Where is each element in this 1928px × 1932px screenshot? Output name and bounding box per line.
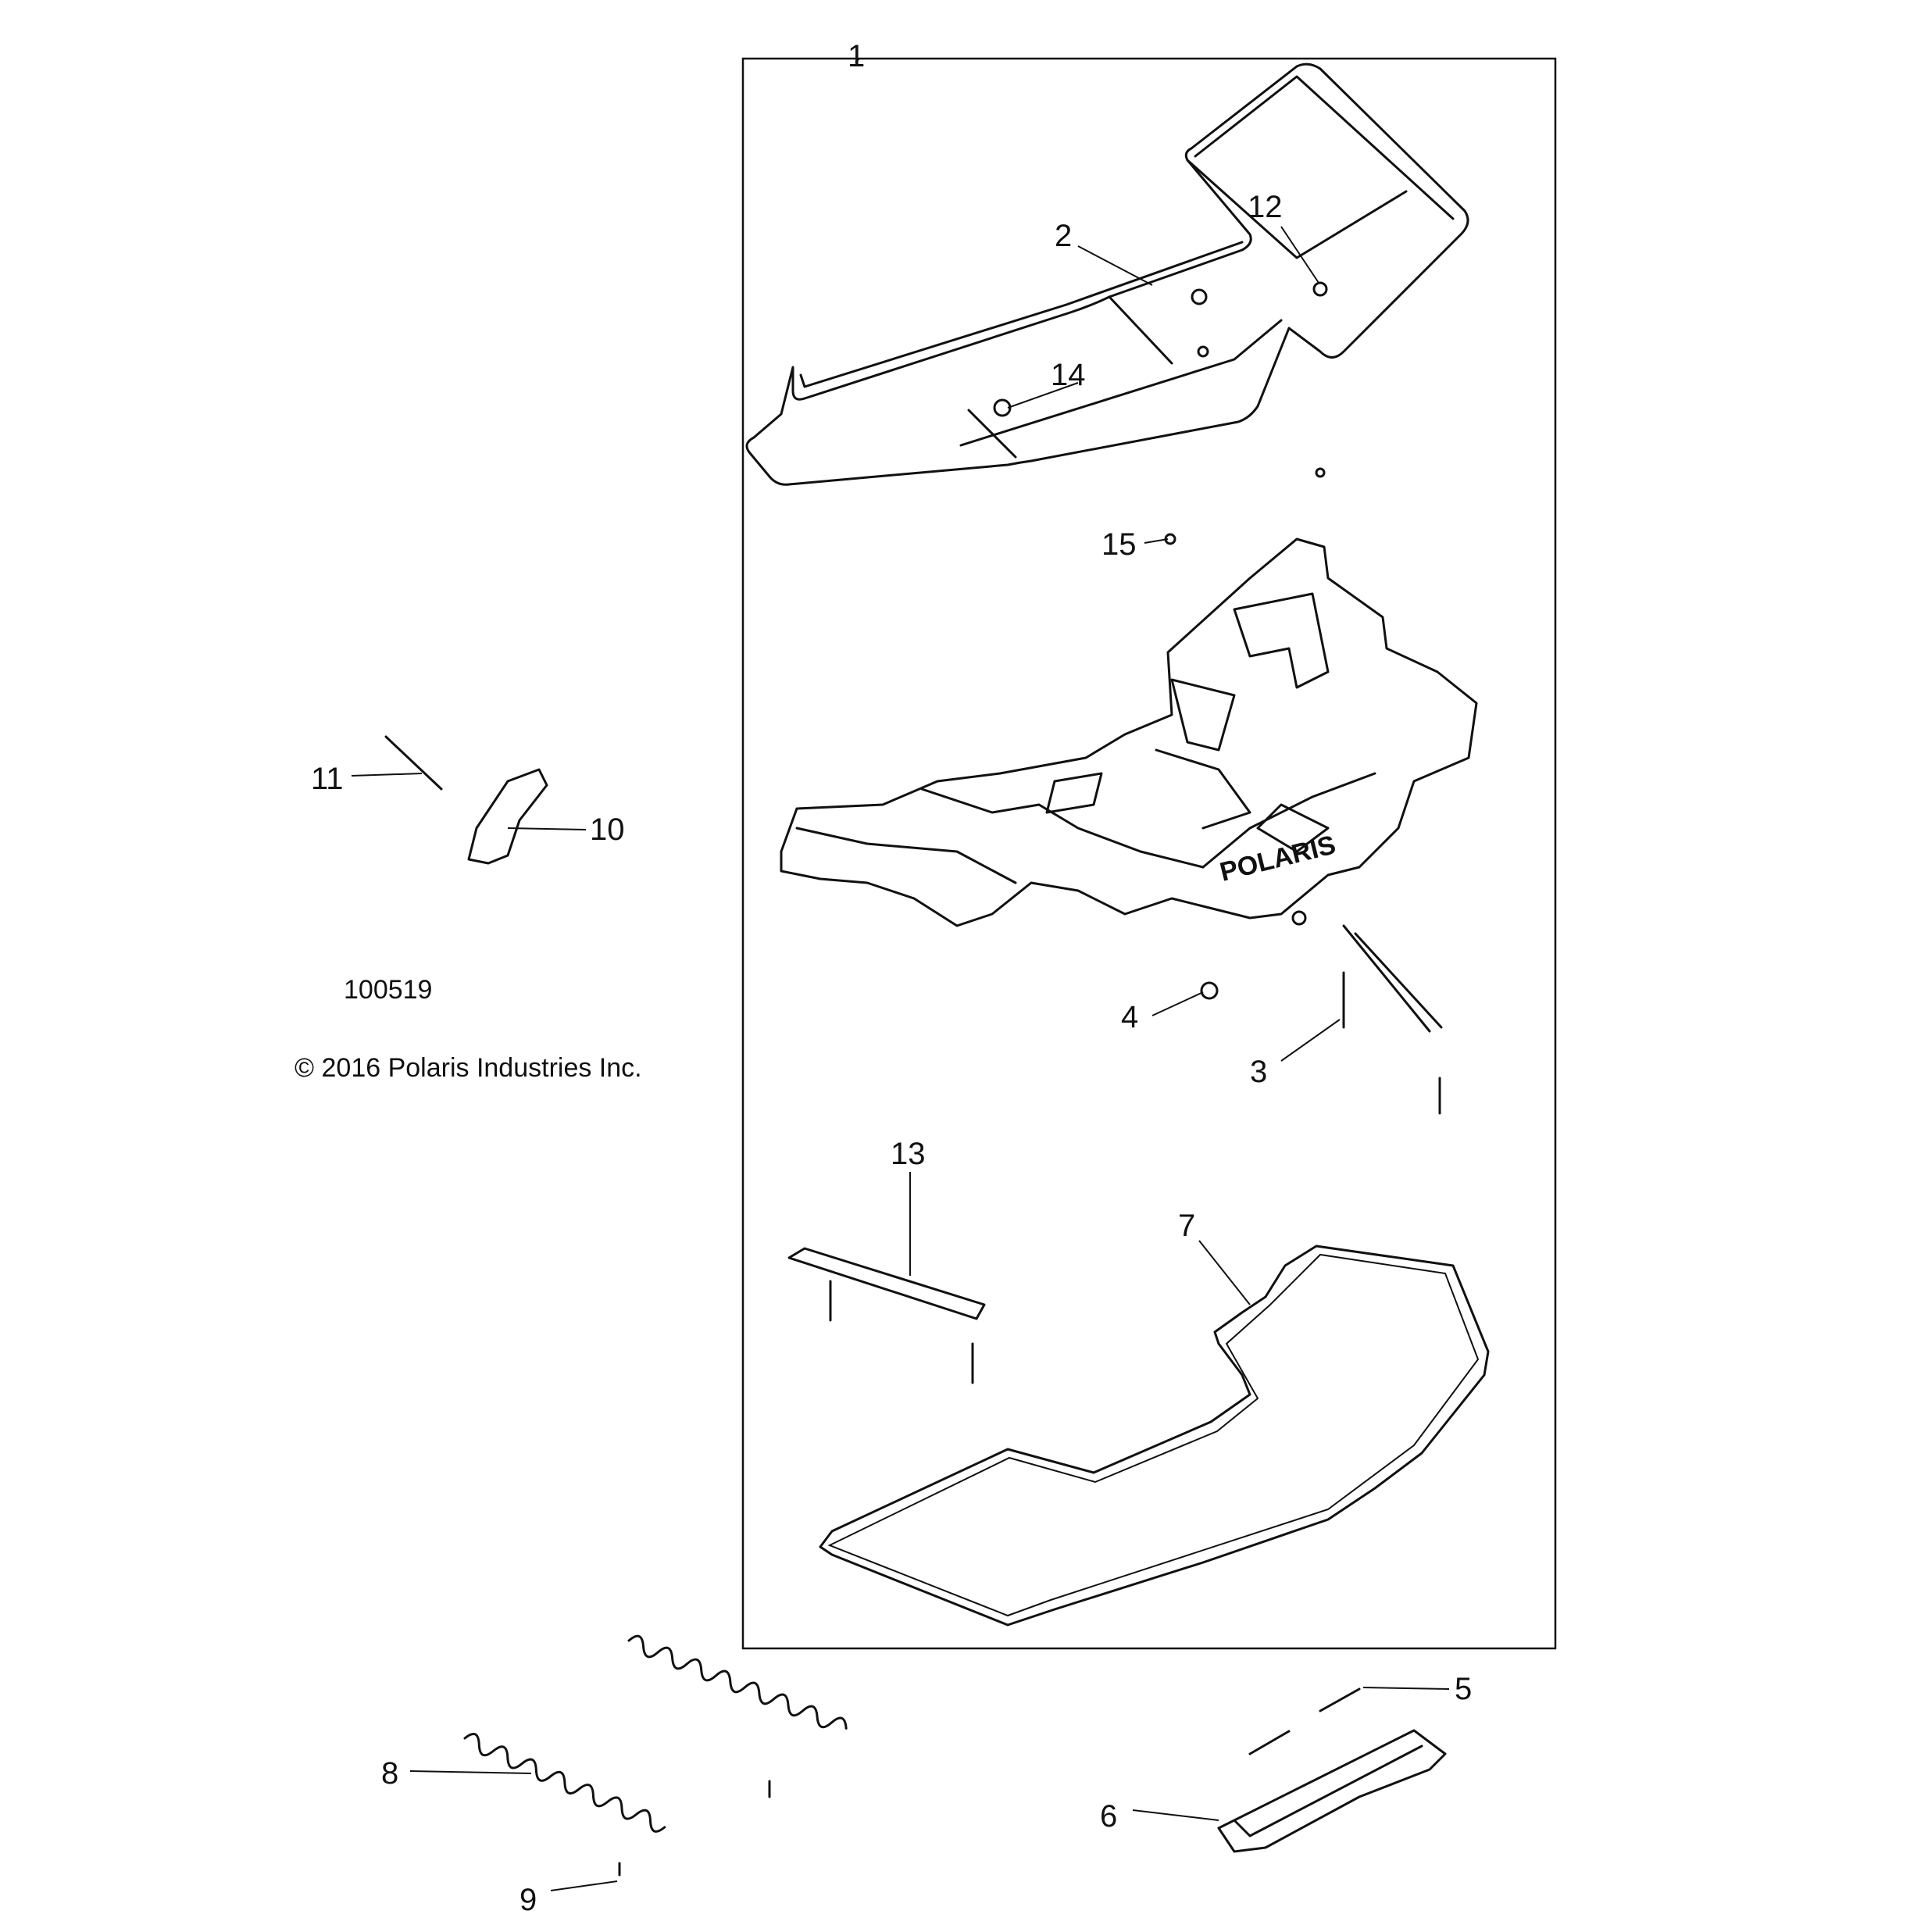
rod-3 [1354, 932, 1443, 1029]
spring-8 [463, 1733, 666, 1833]
hinge-6 [1217, 1729, 1447, 1853]
callout-11: 11 [311, 762, 344, 796]
spring-upper [627, 1634, 848, 1730]
nut-body [1291, 910, 1307, 926]
leader-lines [351, 58, 1450, 1891]
callout-3: 3 [1250, 1055, 1267, 1089]
callout-4: 4 [1121, 1000, 1138, 1034]
bracket-10 [467, 768, 548, 865]
callout-12: 12 [1248, 190, 1283, 224]
drawing-number: 100519 [344, 975, 432, 1005]
screw-12 [1312, 281, 1328, 297]
screw-mid [1197, 345, 1209, 358]
callout-15: 15 [1101, 527, 1137, 562]
nut-top [1191, 288, 1208, 305]
copyright-notice: © 2016 Polaris Industries Inc. [295, 1053, 642, 1083]
seal-7 [819, 1245, 1490, 1627]
callout-13: 13 [891, 1137, 926, 1171]
pin-5b [1248, 1730, 1291, 1755]
callout-5: 5 [1455, 1672, 1472, 1706]
storage-body [780, 537, 1478, 927]
callout-10: 10 [590, 812, 625, 847]
callout-1: 1 [848, 39, 865, 73]
body-logo: POLARIS [1217, 830, 1339, 887]
screw-small [1315, 467, 1326, 478]
assembly-frame [741, 57, 1557, 1650]
nut-4 [1200, 981, 1219, 1000]
callout-7: 7 [1178, 1209, 1195, 1243]
bar-13 [787, 1247, 986, 1320]
rack-frame [745, 62, 1469, 486]
rod-3-edge [1342, 924, 1431, 1033]
pin-11 [384, 735, 443, 791]
callout-14: 14 [1051, 358, 1086, 392]
callout-6: 6 [1100, 1799, 1117, 1834]
callout-2: 2 [1055, 219, 1072, 253]
pin-5a [1319, 1687, 1361, 1712]
nut-14 [993, 398, 1012, 417]
callout-8: 8 [381, 1756, 398, 1791]
callout-9: 9 [519, 1883, 537, 1917]
